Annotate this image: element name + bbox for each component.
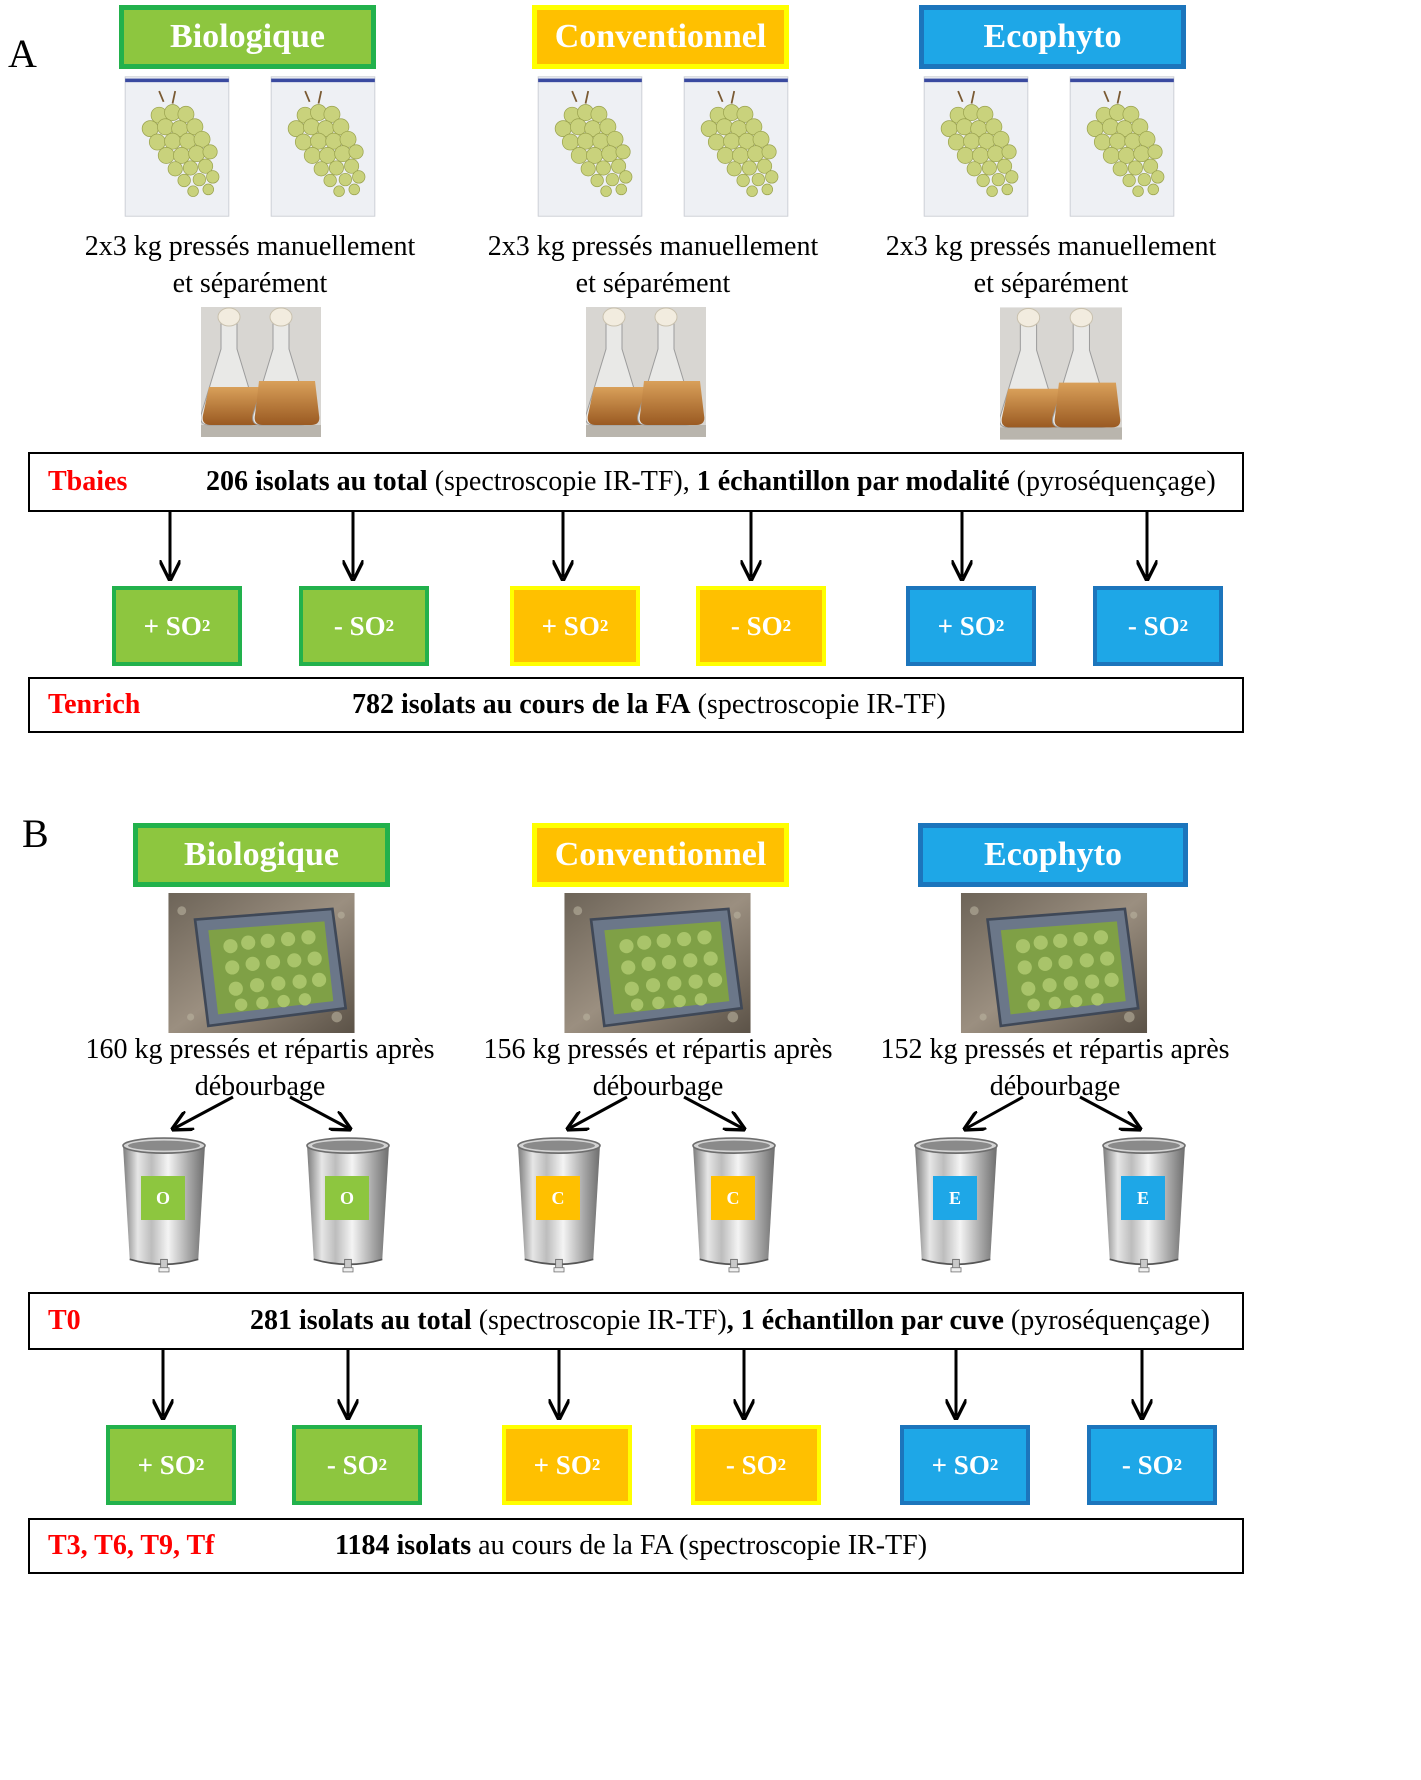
- tank-label-eco: E: [1121, 1176, 1165, 1220]
- sampling-time-label: T3, T6, T9, Tf: [48, 1530, 215, 1561]
- sampling-description: 1184 isolats au cours de la FA (spectros…: [335, 1530, 927, 1562]
- press-caption-line2: débourbage: [592, 1071, 724, 1102]
- split-arrow: [289, 1095, 348, 1128]
- panel-a-letter: A: [8, 31, 37, 76]
- sampling-description: 782 isolats au cours de la FA (spectrosc…: [352, 689, 946, 721]
- tank-label-bio: O: [325, 1176, 369, 1220]
- category-conventionnel-b: Conventionnel: [532, 823, 789, 887]
- isolate-count: 782 isolats au cours de la FA: [352, 689, 691, 720]
- split-arrow: [683, 1095, 742, 1128]
- press-caption-line2: et séparément: [973, 268, 1129, 299]
- sampling-box-tbaies: Tbaies 206 isolats au total (spectroscop…: [28, 452, 1244, 512]
- method-note: au cours de la FA (spectroscopie IR-TF): [471, 1530, 928, 1561]
- press-caption-line1: 160 kg pressés et répartis après: [85, 1034, 435, 1065]
- method-note: (spectroscopie IR-TF): [690, 689, 946, 720]
- press-caption-conv: 2x3 kg pressés manuellement et séparémen…: [473, 228, 833, 302]
- press-caption-line2: et séparément: [172, 268, 328, 299]
- panel-b-letter: B: [22, 811, 49, 856]
- split-arrow: [1079, 1095, 1138, 1128]
- isolate-count: 206 isolats au total: [206, 466, 428, 497]
- method-note: (spectroscopie IR-TF): [471, 1305, 727, 1336]
- tank-label-conv: C: [536, 1176, 580, 1220]
- method-note: (pyroséquençage): [1003, 1305, 1210, 1336]
- category-biologique-b: Biologique: [133, 823, 390, 887]
- sampling-box-final: T3, T6, T9, Tf 1184 isolats au cours de …: [28, 1518, 1244, 1574]
- category-ecophyto-a: Ecophyto: [919, 5, 1186, 69]
- isolate-count: 1184 isolats: [335, 1530, 472, 1561]
- sampling-description: 281 isolats au total (spectroscopie IR-T…: [250, 1305, 1210, 1337]
- category-biologique-a: Biologique: [119, 5, 376, 69]
- press-caption-bio-b: 160 kg pressés et répartis après débourb…: [75, 1031, 445, 1105]
- sampling-description: 206 isolats au total (spectroscopie IR-T…: [206, 466, 1216, 498]
- sampling-box-t0: T0 281 isolats au total (spectroscopie I…: [28, 1292, 1244, 1350]
- press-caption-line1: 2x3 kg pressés manuellement: [84, 231, 416, 262]
- split-arrow: [967, 1095, 1024, 1128]
- press-caption-conv-b: 156 kg pressés et répartis après débourb…: [473, 1031, 843, 1105]
- tank-label-eco: E: [933, 1176, 977, 1220]
- sampling-time-label: Tbaies: [48, 466, 128, 497]
- press-caption-eco-b: 152 kg pressés et répartis après débourb…: [870, 1031, 1240, 1105]
- category-ecophyto-b: Ecophyto: [918, 823, 1188, 887]
- sample-count: , 1 échantillon par cuve: [726, 1305, 1004, 1336]
- method-note: (spectroscopie IR-TF),: [427, 466, 697, 497]
- press-caption-eco: 2x3 kg pressés manuellement et séparémen…: [871, 228, 1231, 302]
- press-caption-bio: 2x3 kg pressés manuellement et séparémen…: [70, 228, 430, 302]
- press-caption-line1: 156 kg pressés et répartis après: [483, 1034, 833, 1065]
- split-arrow: [175, 1095, 234, 1128]
- sampling-box-tenrich: Tenrich 782 isolats au cours de la FA (s…: [28, 677, 1244, 733]
- isolate-count: 281 isolats au total: [250, 1305, 472, 1336]
- press-caption-line1: 2x3 kg pressés manuellement: [885, 231, 1217, 262]
- tank-label-conv: C: [711, 1176, 755, 1220]
- press-caption-line1: 152 kg pressés et répartis après: [880, 1034, 1230, 1065]
- sampling-time-label: T0: [48, 1305, 81, 1336]
- sampling-time-label: Tenrich: [48, 689, 141, 720]
- press-caption-line2: débourbage: [194, 1071, 326, 1102]
- sample-count: 1 échantillon par modalité: [696, 466, 1010, 497]
- split-arrow: [570, 1095, 628, 1128]
- press-caption-line2: et séparément: [575, 268, 731, 299]
- tank-label-bio: O: [141, 1176, 185, 1220]
- press-caption-line1: 2x3 kg pressés manuellement: [487, 231, 819, 262]
- method-note: (pyroséquençage): [1009, 466, 1216, 497]
- press-caption-line2: débourbage: [989, 1071, 1121, 1102]
- category-conventionnel-a: Conventionnel: [532, 5, 789, 69]
